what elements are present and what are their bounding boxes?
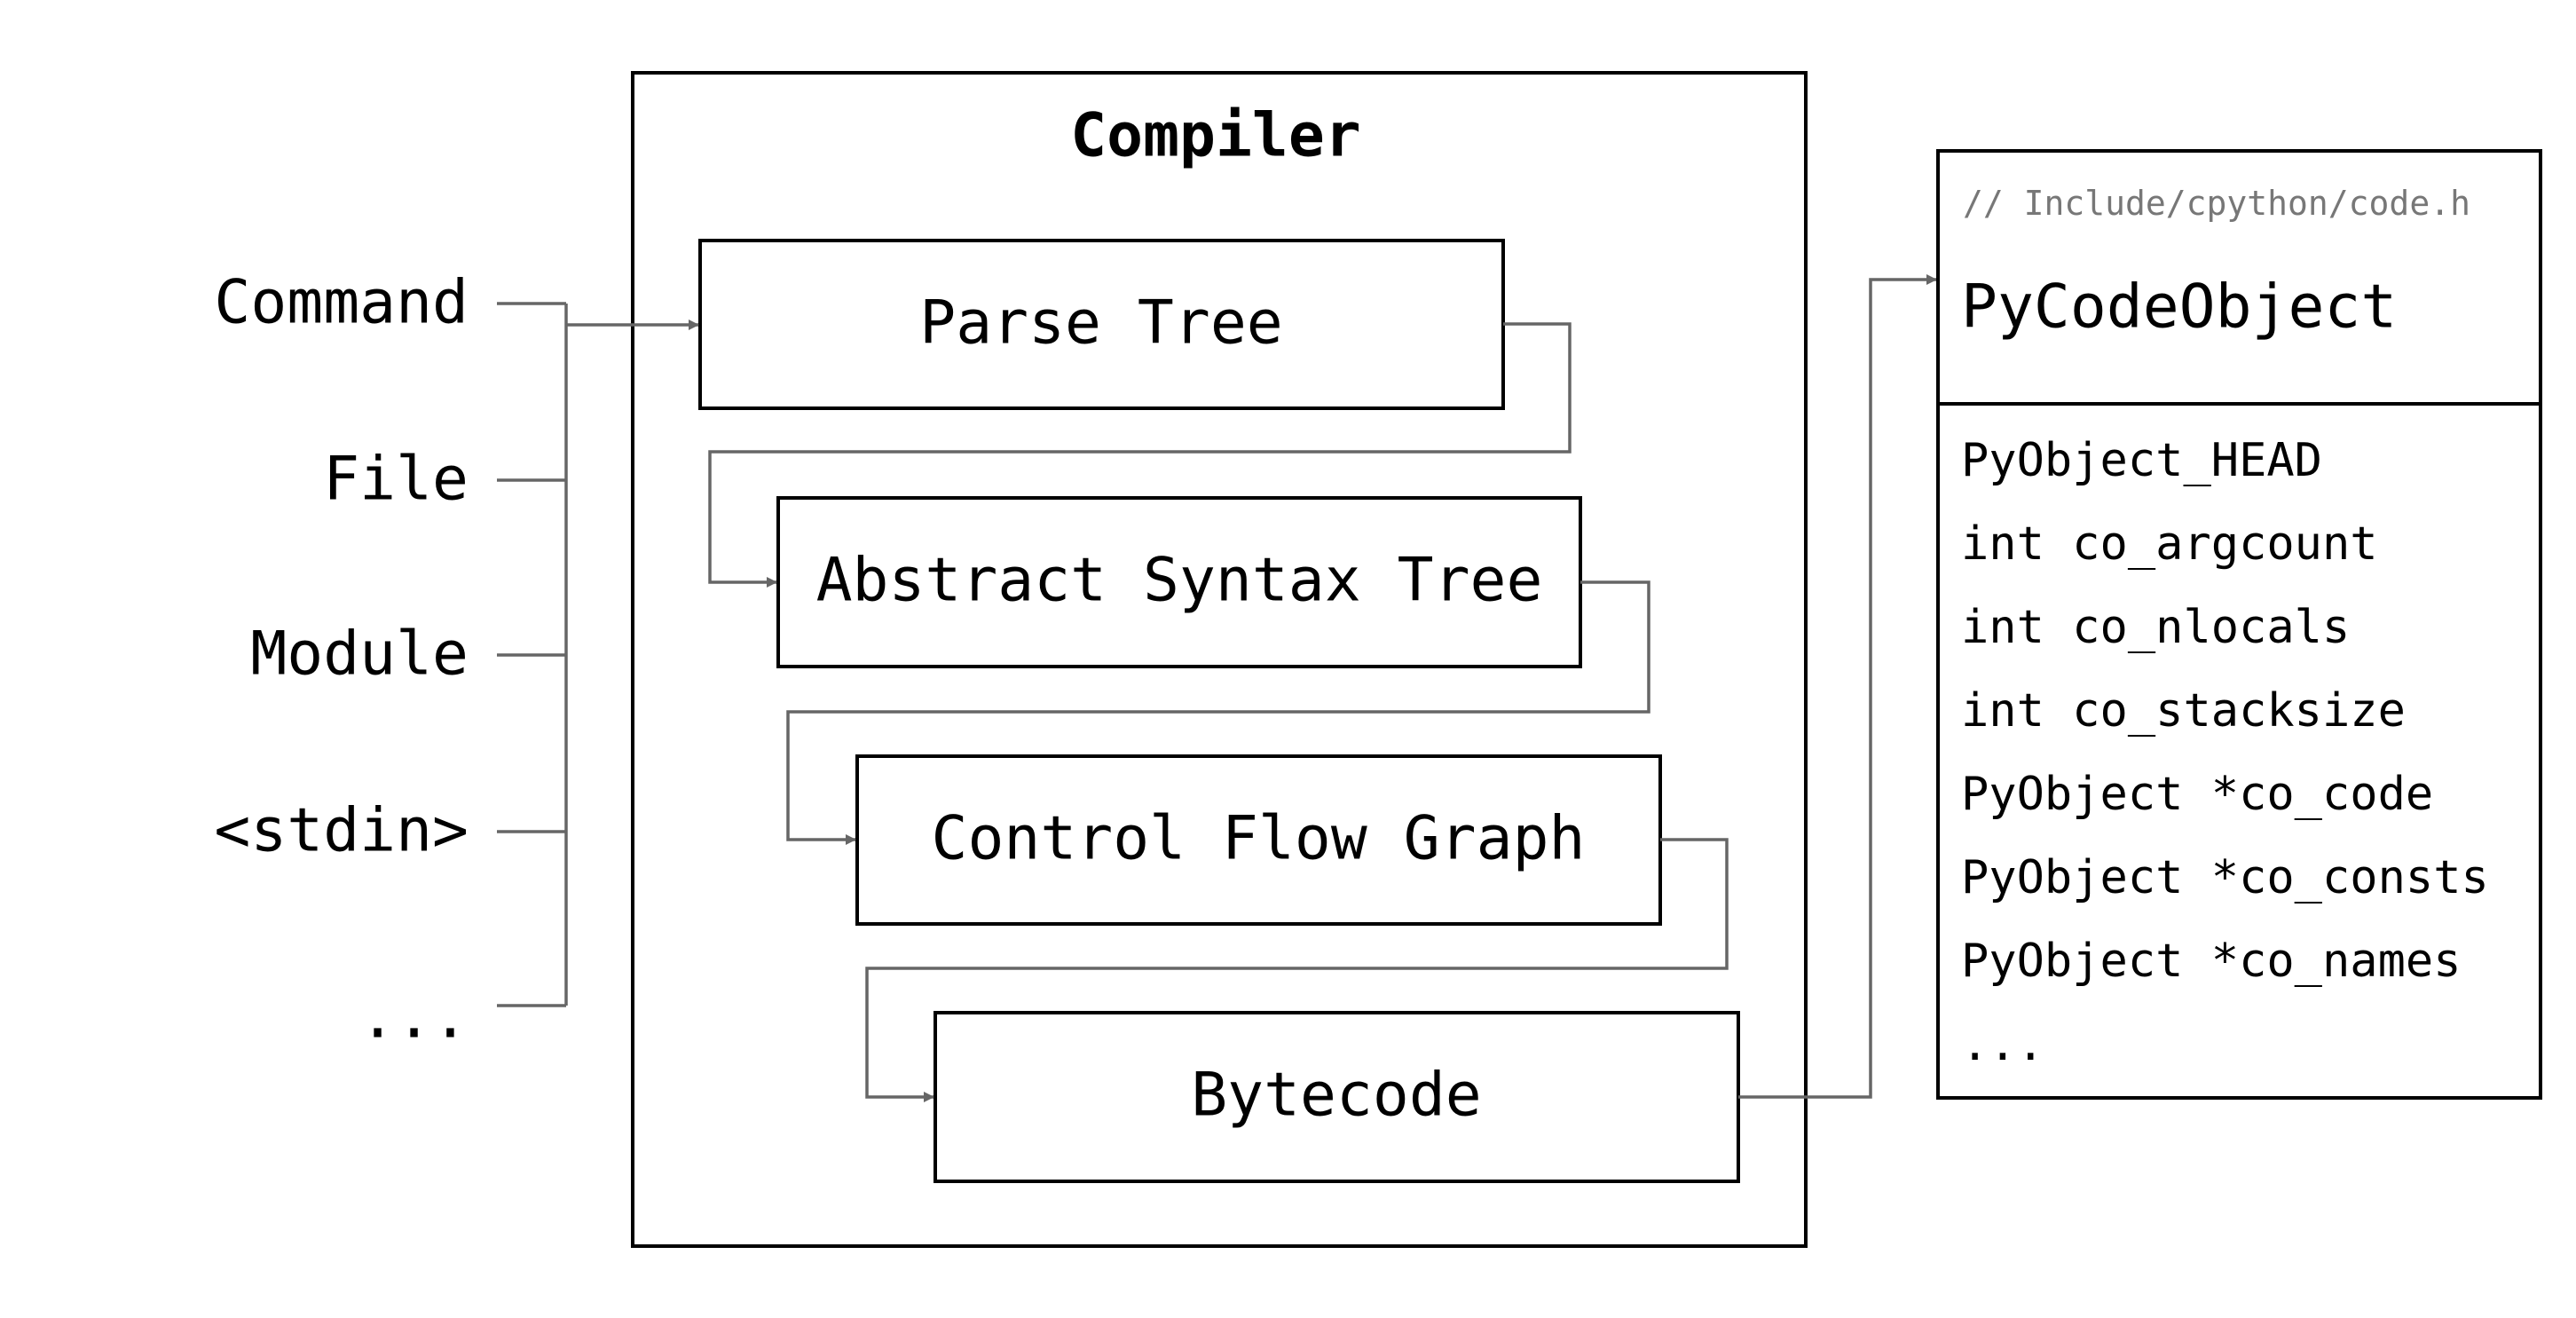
arrow-bytecode-to-code-object: [1738, 274, 1937, 1099]
compiler-title: Compiler: [1070, 101, 1361, 171]
bytecode-box: [934, 1011, 1740, 1183]
code-object-field: PyObject *co_names: [1961, 935, 2462, 988]
control-flow-graph-box: [855, 754, 1662, 926]
control-flow-graph-label: Control Flow Graph: [932, 804, 1586, 874]
source-connectors: [497, 302, 568, 1007]
code-object-box: [1936, 149, 2542, 1100]
source-ellipsis: ...: [359, 983, 469, 1053]
code-object-field: int co_argcount: [1961, 517, 2378, 571]
code-object-field: int co_stacksize: [1961, 684, 2406, 738]
source-module: Module: [250, 620, 469, 690]
code-object-field: int co_nlocals: [1961, 601, 2350, 654]
code-object-field: ...: [1961, 1018, 2044, 1071]
code-object-header-path: // Include/cpython/code.h: [1963, 184, 2470, 223]
source-stdin: <stdin>: [214, 796, 469, 866]
abstract-syntax-tree-label: Abstract Syntax Tree: [816, 546, 1543, 616]
arrow-parse-tree-to-ast: [708, 322, 1572, 588]
abstract-syntax-tree-box: [776, 496, 1582, 668]
arrow-ast-to-cfg: [786, 580, 1650, 845]
arrow-cfg-to-bytecode: [865, 838, 1729, 1102]
code-object-field: PyObject *co_consts: [1961, 851, 2489, 904]
bytecode-label: Bytecode: [1191, 1061, 1482, 1131]
parse-tree-box: [698, 239, 1505, 410]
code-object-field: PyObject *co_code: [1961, 768, 2433, 821]
parse-tree-label: Parse Tree: [919, 288, 1282, 359]
source-file: File: [323, 445, 469, 515]
source-command: Command: [214, 268, 469, 338]
code-object-name: PyCodeObject: [1961, 272, 2397, 343]
code-object-field: PyObject_HEAD: [1961, 434, 2322, 487]
